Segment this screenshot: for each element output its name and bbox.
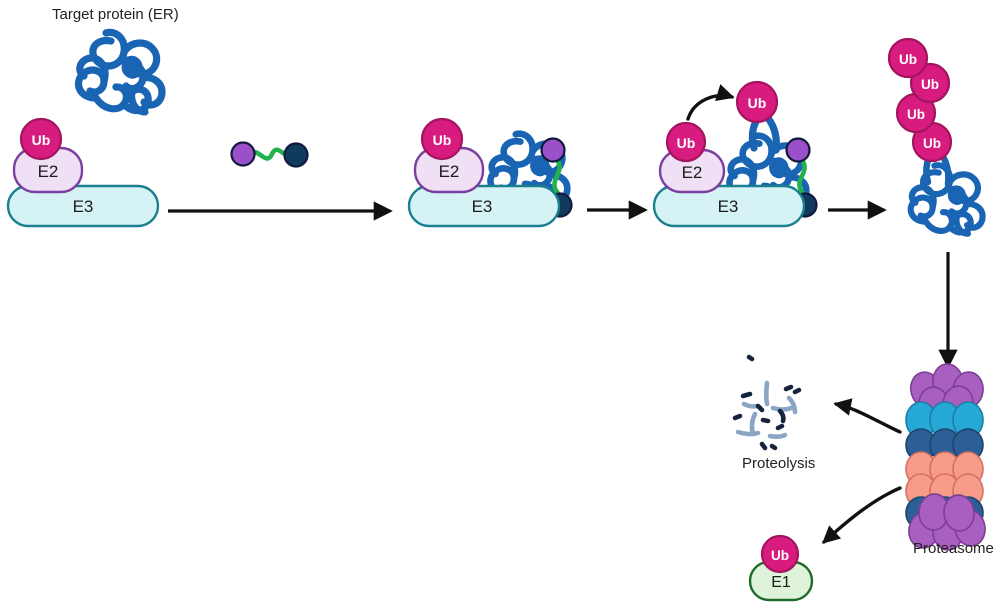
arrow-proteasome-to-e1 xyxy=(822,486,902,544)
ub-chain-label-4: Ub xyxy=(923,136,941,151)
ub-label-step3: Ub xyxy=(433,132,452,148)
arrow-ubiquitin-transfer xyxy=(686,84,735,121)
e2-label-step3: E2 xyxy=(439,162,460,181)
ub-chain-label-2: Ub xyxy=(921,77,939,92)
step-6-proteasome[interactable] xyxy=(905,362,988,551)
step-8-e1-ubiquitin[interactable]: E1 Ub xyxy=(748,534,814,602)
e3-enzyme-body-step3[interactable] xyxy=(407,184,561,228)
step-2-protac-molecule[interactable] xyxy=(230,141,309,168)
arrow-proteasome-to-proteolysis xyxy=(833,398,902,434)
e3-label: E3 xyxy=(73,197,94,216)
ubiquitin-on-e2-step4[interactable] xyxy=(665,121,707,163)
protac-warhead-ball[interactable] xyxy=(230,141,256,167)
proteolysis-label: Proteolysis xyxy=(742,455,816,472)
step-4-ubiquitin-transfer[interactable]: Ub E3 E2 Ub xyxy=(652,80,818,228)
fragment-dark-group xyxy=(732,354,802,451)
ubiquitin-transferred-to-target[interactable] xyxy=(735,80,779,124)
proteasome-ring-salmon xyxy=(905,451,984,509)
e3-enzyme-body-step4[interactable] xyxy=(652,184,806,228)
protac-warhead-step3[interactable] xyxy=(540,137,566,163)
protac-warhead-step4[interactable] xyxy=(785,137,811,163)
protac-e3-ligand-ball[interactable] xyxy=(283,142,309,168)
ub-label-e1: Ub xyxy=(771,548,789,563)
step-1-e3-e2-ub-complex[interactable]: E3 E2 Ub xyxy=(6,117,160,228)
target-protein-label: Target protein (ER) xyxy=(52,6,179,23)
e2-label-step4: E2 xyxy=(682,163,703,182)
ub-chain-label-1: Ub xyxy=(899,52,917,67)
ub-chain-label-3: Ub xyxy=(907,107,925,122)
proteasome-ring-cyan xyxy=(905,401,984,439)
step-3-ternary-complex[interactable]: E3 E2 Ub xyxy=(407,117,573,228)
proteasome-ring-navy-upper xyxy=(905,428,984,462)
ubiquitin-chain[interactable]: Ub Ub Ub Ub xyxy=(887,37,953,163)
step-5-polyubiquitinated-protein[interactable]: Ub Ub Ub Ub xyxy=(887,37,983,234)
ub-label-step1: Ub xyxy=(32,132,51,148)
ubiquitin-chain-unit[interactable]: Ub xyxy=(887,37,929,79)
e3-label-step4: E3 xyxy=(718,197,739,216)
ubiquitin-on-e2[interactable] xyxy=(19,117,63,161)
step-7-proteolysis-fragments[interactable] xyxy=(732,354,802,451)
ubiquitin-chain-unit[interactable]: Ub xyxy=(911,121,953,163)
target-protein-free[interactable] xyxy=(78,32,162,112)
e3-label-step3: E3 xyxy=(472,197,493,216)
proteasome-label: Proteasome xyxy=(913,540,994,557)
ubiquitin-on-e2-step3[interactable] xyxy=(420,117,464,161)
e1-label: E1 xyxy=(771,574,791,591)
ub-label-transferred: Ub xyxy=(748,95,767,111)
ub-label-e2-step4: Ub xyxy=(677,135,696,151)
ubiquitin-chain-unit[interactable]: Ub xyxy=(895,92,937,134)
e3-enzyme-body[interactable] xyxy=(6,184,160,228)
ubiquitin-on-e1[interactable] xyxy=(760,534,800,574)
proteasome-cap-bottom xyxy=(908,493,986,551)
e2-label: E2 xyxy=(38,162,59,181)
